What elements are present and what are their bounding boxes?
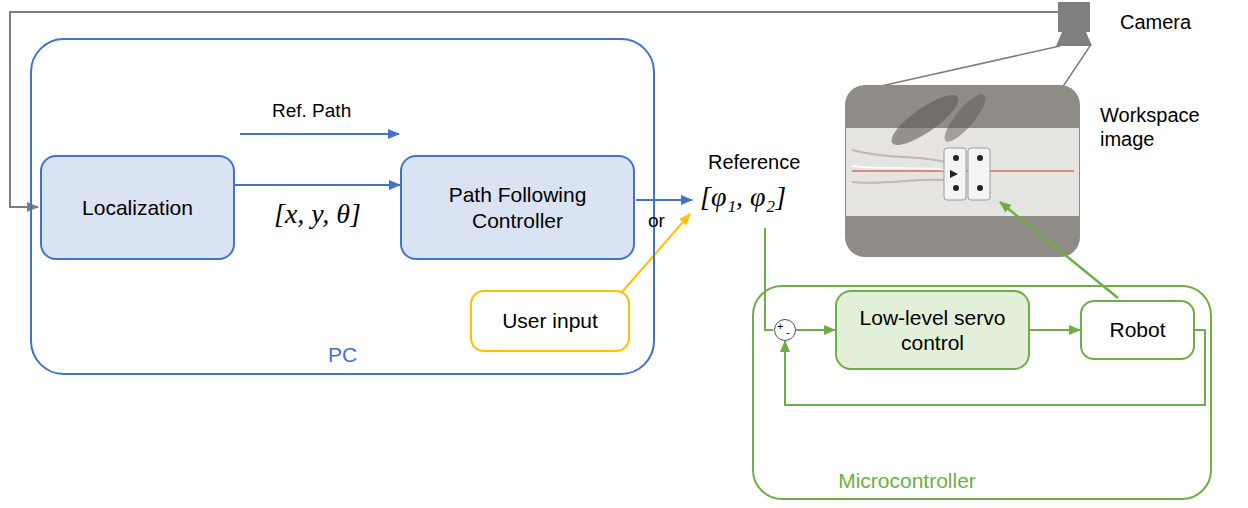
box-label: Low-level servo control — [857, 305, 1008, 355]
signal-connector — [796, 329, 835, 331]
box-label: Localization — [82, 195, 193, 220]
signal-connector — [235, 184, 400, 186]
microcontroller-region: Microcontroller +- Low-level servo control… — [752, 285, 1212, 500]
sign-mark: - — [786, 327, 790, 338]
robot-to-workspace-arrow — [1000, 202, 1118, 298]
input-box: User input — [470, 290, 630, 352]
view-cone-line — [872, 46, 1060, 88]
camera-icon — [1056, 2, 1092, 46]
signal-connector — [1030, 329, 1080, 331]
box-label: User input — [502, 308, 598, 333]
state-label: [x, y, θ] — [272, 197, 363, 231]
signal-label: Ref. Path — [272, 100, 351, 123]
ref-path-arrow — [240, 133, 399, 135]
summing-junction: +- — [774, 319, 796, 341]
math-label: [φ₁, φ₂] — [700, 180, 786, 214]
process-box: Robot — [1080, 300, 1195, 360]
process-box: Localization — [40, 155, 235, 260]
image-label: Workspace image — [1100, 103, 1220, 151]
process-box: Path Following Controller — [400, 155, 635, 260]
reference-signal-line — [765, 228, 773, 330]
box-label: Path Following Controller — [426, 182, 609, 232]
process-box: Low-level servo control — [835, 290, 1030, 370]
box-label: Robot — [1109, 317, 1165, 342]
workspace-photo — [845, 85, 1080, 257]
region-title: Microcontroller — [814, 468, 1000, 493]
signal-label: or — [648, 210, 665, 233]
device-label: Camera — [1120, 10, 1191, 34]
sign-mark: + — [777, 321, 783, 332]
signal-label: Reference — [708, 150, 800, 174]
view-cone-line — [1062, 46, 1090, 88]
controller-output-arrow — [636, 199, 692, 201]
